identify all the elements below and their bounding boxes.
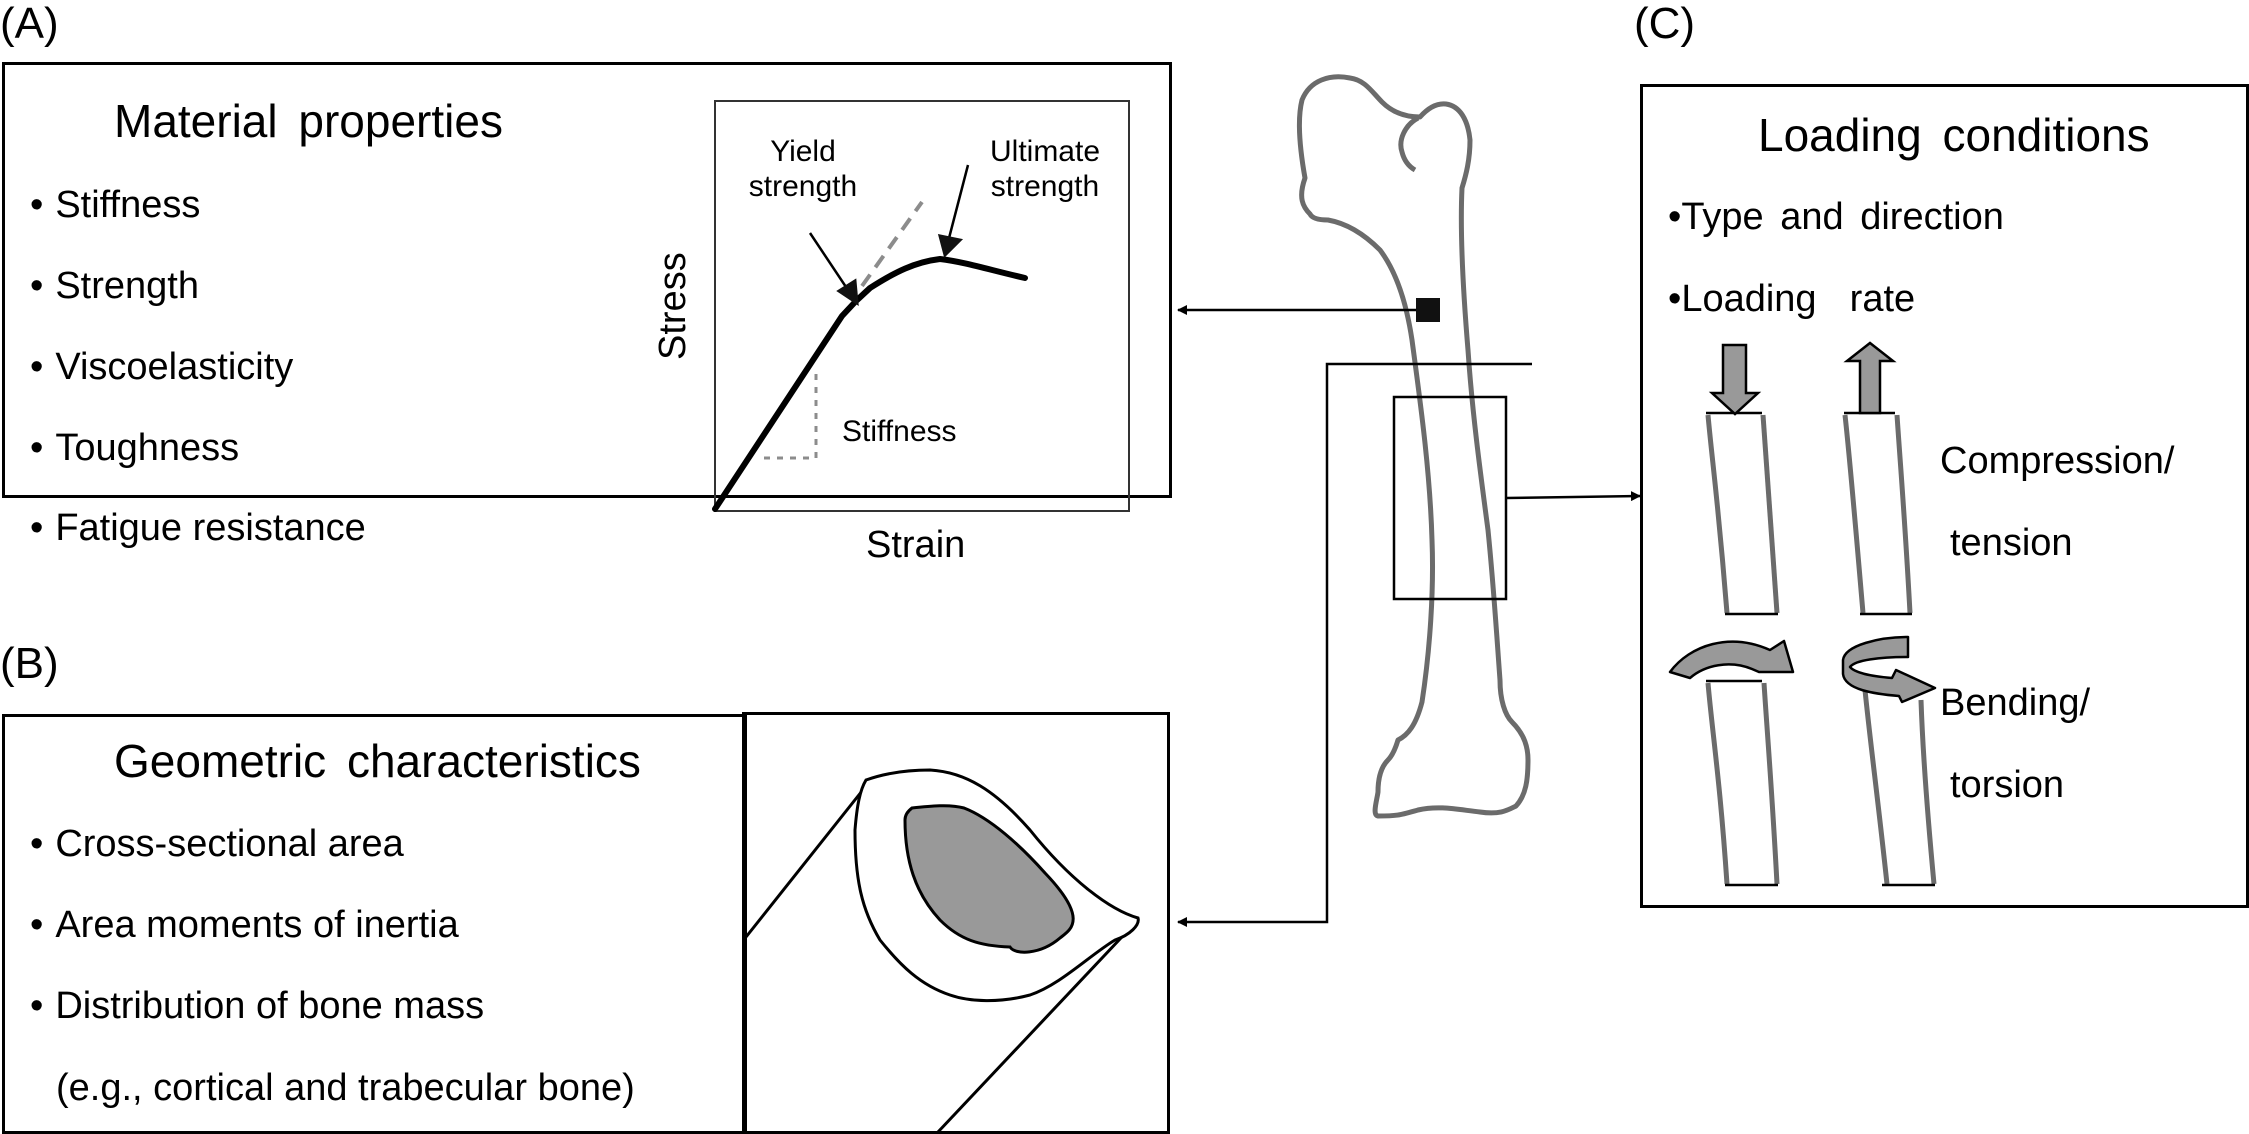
material-item: •Strength — [30, 265, 199, 307]
femur-outline — [1296, 74, 1531, 819]
cross-section-image-box — [742, 712, 1170, 1134]
femur-greater-trochanter-curve — [1398, 115, 1420, 173]
panel-label-a: (A) — [0, 0, 59, 48]
loading-conditions-box — [1640, 84, 2249, 908]
loading-item: •Loading rate — [1668, 278, 1916, 320]
material-properties-title: Material properties — [114, 95, 503, 147]
arrow-to-loading — [1505, 491, 1641, 502]
torsion-label: torsion — [1950, 764, 2065, 806]
tension-label: tension — [1950, 522, 2073, 564]
material-item: •Viscoelasticity — [30, 346, 294, 388]
material-properties-box — [2, 62, 1172, 498]
geometric-item: •Area moments of inertia — [30, 904, 459, 946]
stiffness-label: Stiffness — [842, 415, 957, 448]
x-axis-label: Strain — [866, 524, 966, 566]
material-item: •Fatigue resistance — [30, 507, 366, 549]
panel-label-c: (C) — [1634, 0, 1696, 48]
geometric-characteristics-title: Geometric characteristics — [114, 735, 641, 787]
y-axis-label: Stress — [652, 252, 694, 360]
panel-label-b: (B) — [0, 639, 59, 688]
material-item: •Toughness — [30, 427, 240, 469]
geometric-note: (e.g., cortical and trabecular bone) — [56, 1067, 635, 1109]
geometric-item: •Cross-sectional area — [30, 823, 404, 865]
loading-conditions-title: Loading conditions — [1758, 109, 2150, 161]
connector-to-geometry — [1177, 362, 1532, 927]
loading-item: •Type and direction — [1668, 196, 2004, 238]
material-item: •Stiffness — [30, 184, 201, 226]
femur-section-box — [1392, 395, 1508, 601]
bending-label: Bending/ — [1940, 682, 2091, 724]
compression-label: Compression/ — [1940, 440, 2175, 482]
geometric-item: •Distribution of bone mass — [30, 985, 485, 1027]
bone-sample-marker — [1416, 298, 1440, 322]
